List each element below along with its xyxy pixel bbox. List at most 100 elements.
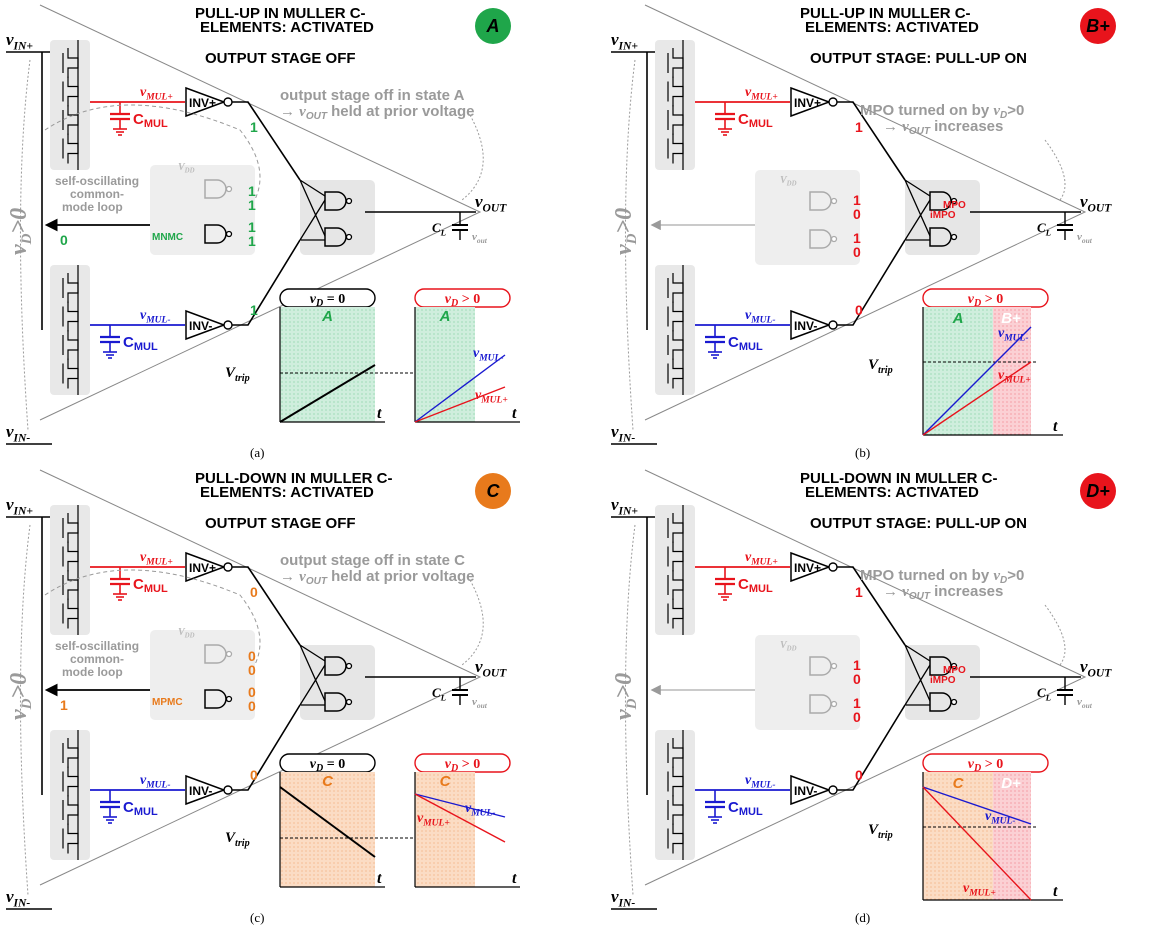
title-line1: PULL-UP IN MULLER C- [195, 5, 366, 22]
inverter [185, 309, 227, 341]
loop-text2: common- [70, 652, 124, 666]
vout-small-label: vout [472, 696, 488, 710]
gate-bit-1: 0 [248, 648, 256, 664]
nand-gate [204, 179, 227, 199]
title-line2: ELEMENTS: ACTIVATED [805, 484, 979, 501]
inverter-label: INV- [189, 784, 212, 798]
inverter-label: INV+ [794, 96, 821, 110]
transistor-stack-bg [50, 265, 90, 395]
plot1-region [280, 307, 375, 422]
gate-bit-2: 0 [853, 206, 861, 222]
control-label: MNMC [152, 232, 183, 243]
nand-gate [324, 692, 347, 712]
transistor-stack-bg [50, 730, 90, 860]
bit-loop: 0 [60, 232, 68, 248]
nand-gate [809, 694, 832, 714]
plot-vmul-minus: vMUL- [465, 801, 496, 819]
amplifier-triangle [39, 469, 482, 886]
vout-label: vOUT [475, 192, 507, 214]
t-axis-2: t [512, 405, 517, 422]
panel-c: PULL-DOWN IN MULLER C-ELEMENTS: ACTIVATE… [6, 469, 520, 925]
nand-gate [929, 656, 952, 676]
gate-bit-2: 0 [853, 671, 861, 687]
plot-state-1: A [952, 310, 964, 327]
note-line1: output stage off in state C [280, 552, 465, 569]
t-axis-2: t [512, 870, 517, 887]
note-line1: MPO turned on by vD>0 [860, 102, 1024, 121]
nand-gate [929, 227, 952, 247]
note-line2: → vOUT increases [883, 118, 1003, 137]
state-badge-label: D+ [1086, 481, 1110, 501]
vmul-minus-label: vMUL- [745, 773, 776, 791]
note-line2: → vOUT held at prior voltage [280, 568, 474, 587]
mpo-label: MPO [943, 200, 966, 211]
nand-gate [324, 191, 347, 211]
title-line1: PULL-DOWN IN MULLER C- [800, 470, 997, 487]
vmul-minus-label: vMUL- [745, 308, 776, 326]
inverter [790, 551, 832, 583]
plot-state-2: B+ [1001, 310, 1021, 327]
title-line2: ELEMENTS: ACTIVATED [200, 19, 374, 36]
t-axis-1: t [377, 870, 382, 887]
impo-label: iMPO [930, 675, 956, 686]
impo-label: iMPO [930, 210, 956, 221]
output-stage-bg [905, 645, 980, 720]
inverter [185, 86, 227, 118]
bit-bot: 0 [855, 767, 863, 783]
output-stage-bg [300, 180, 375, 255]
inverter [790, 86, 832, 118]
gate-bit-3: 1 [248, 219, 256, 235]
vdd-label: VDD [780, 175, 797, 188]
vdd-label: VDD [178, 162, 195, 175]
panel-caption: (b) [855, 445, 870, 460]
plot-vmul-plus: vMUL+ [475, 388, 508, 406]
bit-bot: 0 [855, 302, 863, 318]
panel-a: PULL-UP IN MULLER C-ELEMENTS: ACTIVATEDO… [6, 4, 520, 460]
bit-top: 0 [250, 584, 258, 600]
gate-bit-1: 1 [853, 657, 861, 673]
vtrip-label: Vtrip [225, 830, 250, 849]
loop-text2: common- [70, 187, 124, 201]
plot-vmul-plus: vMUL+ [417, 811, 450, 829]
panel-caption: (d) [855, 910, 870, 925]
plot1-state: C [322, 773, 334, 790]
plot-title: vD > 0 [445, 757, 480, 774]
nand-gate [324, 656, 347, 676]
gate-bit-1: 1 [853, 192, 861, 208]
bit-bot: 1 [250, 302, 258, 318]
transistor-stack-bg [655, 730, 695, 860]
loop-text1: self-oscillating [55, 639, 139, 653]
transistor-stack-bg [655, 265, 695, 395]
nand-gate [204, 689, 227, 709]
panels-group: PULL-UP IN MULLER C-ELEMENTS: ACTIVATEDO… [6, 4, 1116, 925]
vtrip-label: Vtrip [868, 822, 893, 841]
note-line1: MPO turned on by vD>0 [860, 567, 1024, 586]
vout-small-label: vout [1077, 231, 1093, 245]
plot-region-2 [993, 307, 1031, 435]
vout-label: vOUT [475, 657, 507, 679]
cl-label: CL [1037, 685, 1051, 702]
vout-small-label: vout [1077, 696, 1093, 710]
bit-loop: 1 [60, 697, 68, 713]
amplifier-triangle [644, 469, 1087, 886]
vdd-label: VDD [780, 640, 797, 653]
inverter [185, 551, 227, 583]
plot-title: vD = 0 [310, 757, 345, 774]
title-line2: ELEMENTS: ACTIVATED [805, 19, 979, 36]
t-axis: t [1053, 883, 1058, 900]
note-line2: → vOUT increases [883, 583, 1003, 602]
output-stage-bg [905, 180, 980, 255]
plot-region-1 [923, 307, 993, 435]
plot-vmul-minus: vMUL- [998, 326, 1029, 344]
transistor-stack-bg [50, 505, 90, 635]
cmul-label: CMUL [123, 334, 158, 353]
vout-small-label: vout [472, 231, 488, 245]
bit-top: 1 [250, 119, 258, 135]
state-badge [1080, 8, 1116, 44]
transistor-stack-bg [655, 40, 695, 170]
inverter-label: INV+ [189, 561, 216, 575]
vin-plus-label: vIN+ [6, 30, 33, 52]
inverter [790, 774, 832, 806]
vin-plus-label: vIN+ [611, 30, 638, 52]
panel-b: PULL-UP IN MULLER C-ELEMENTS: ACTIVATEDO… [611, 4, 1116, 460]
